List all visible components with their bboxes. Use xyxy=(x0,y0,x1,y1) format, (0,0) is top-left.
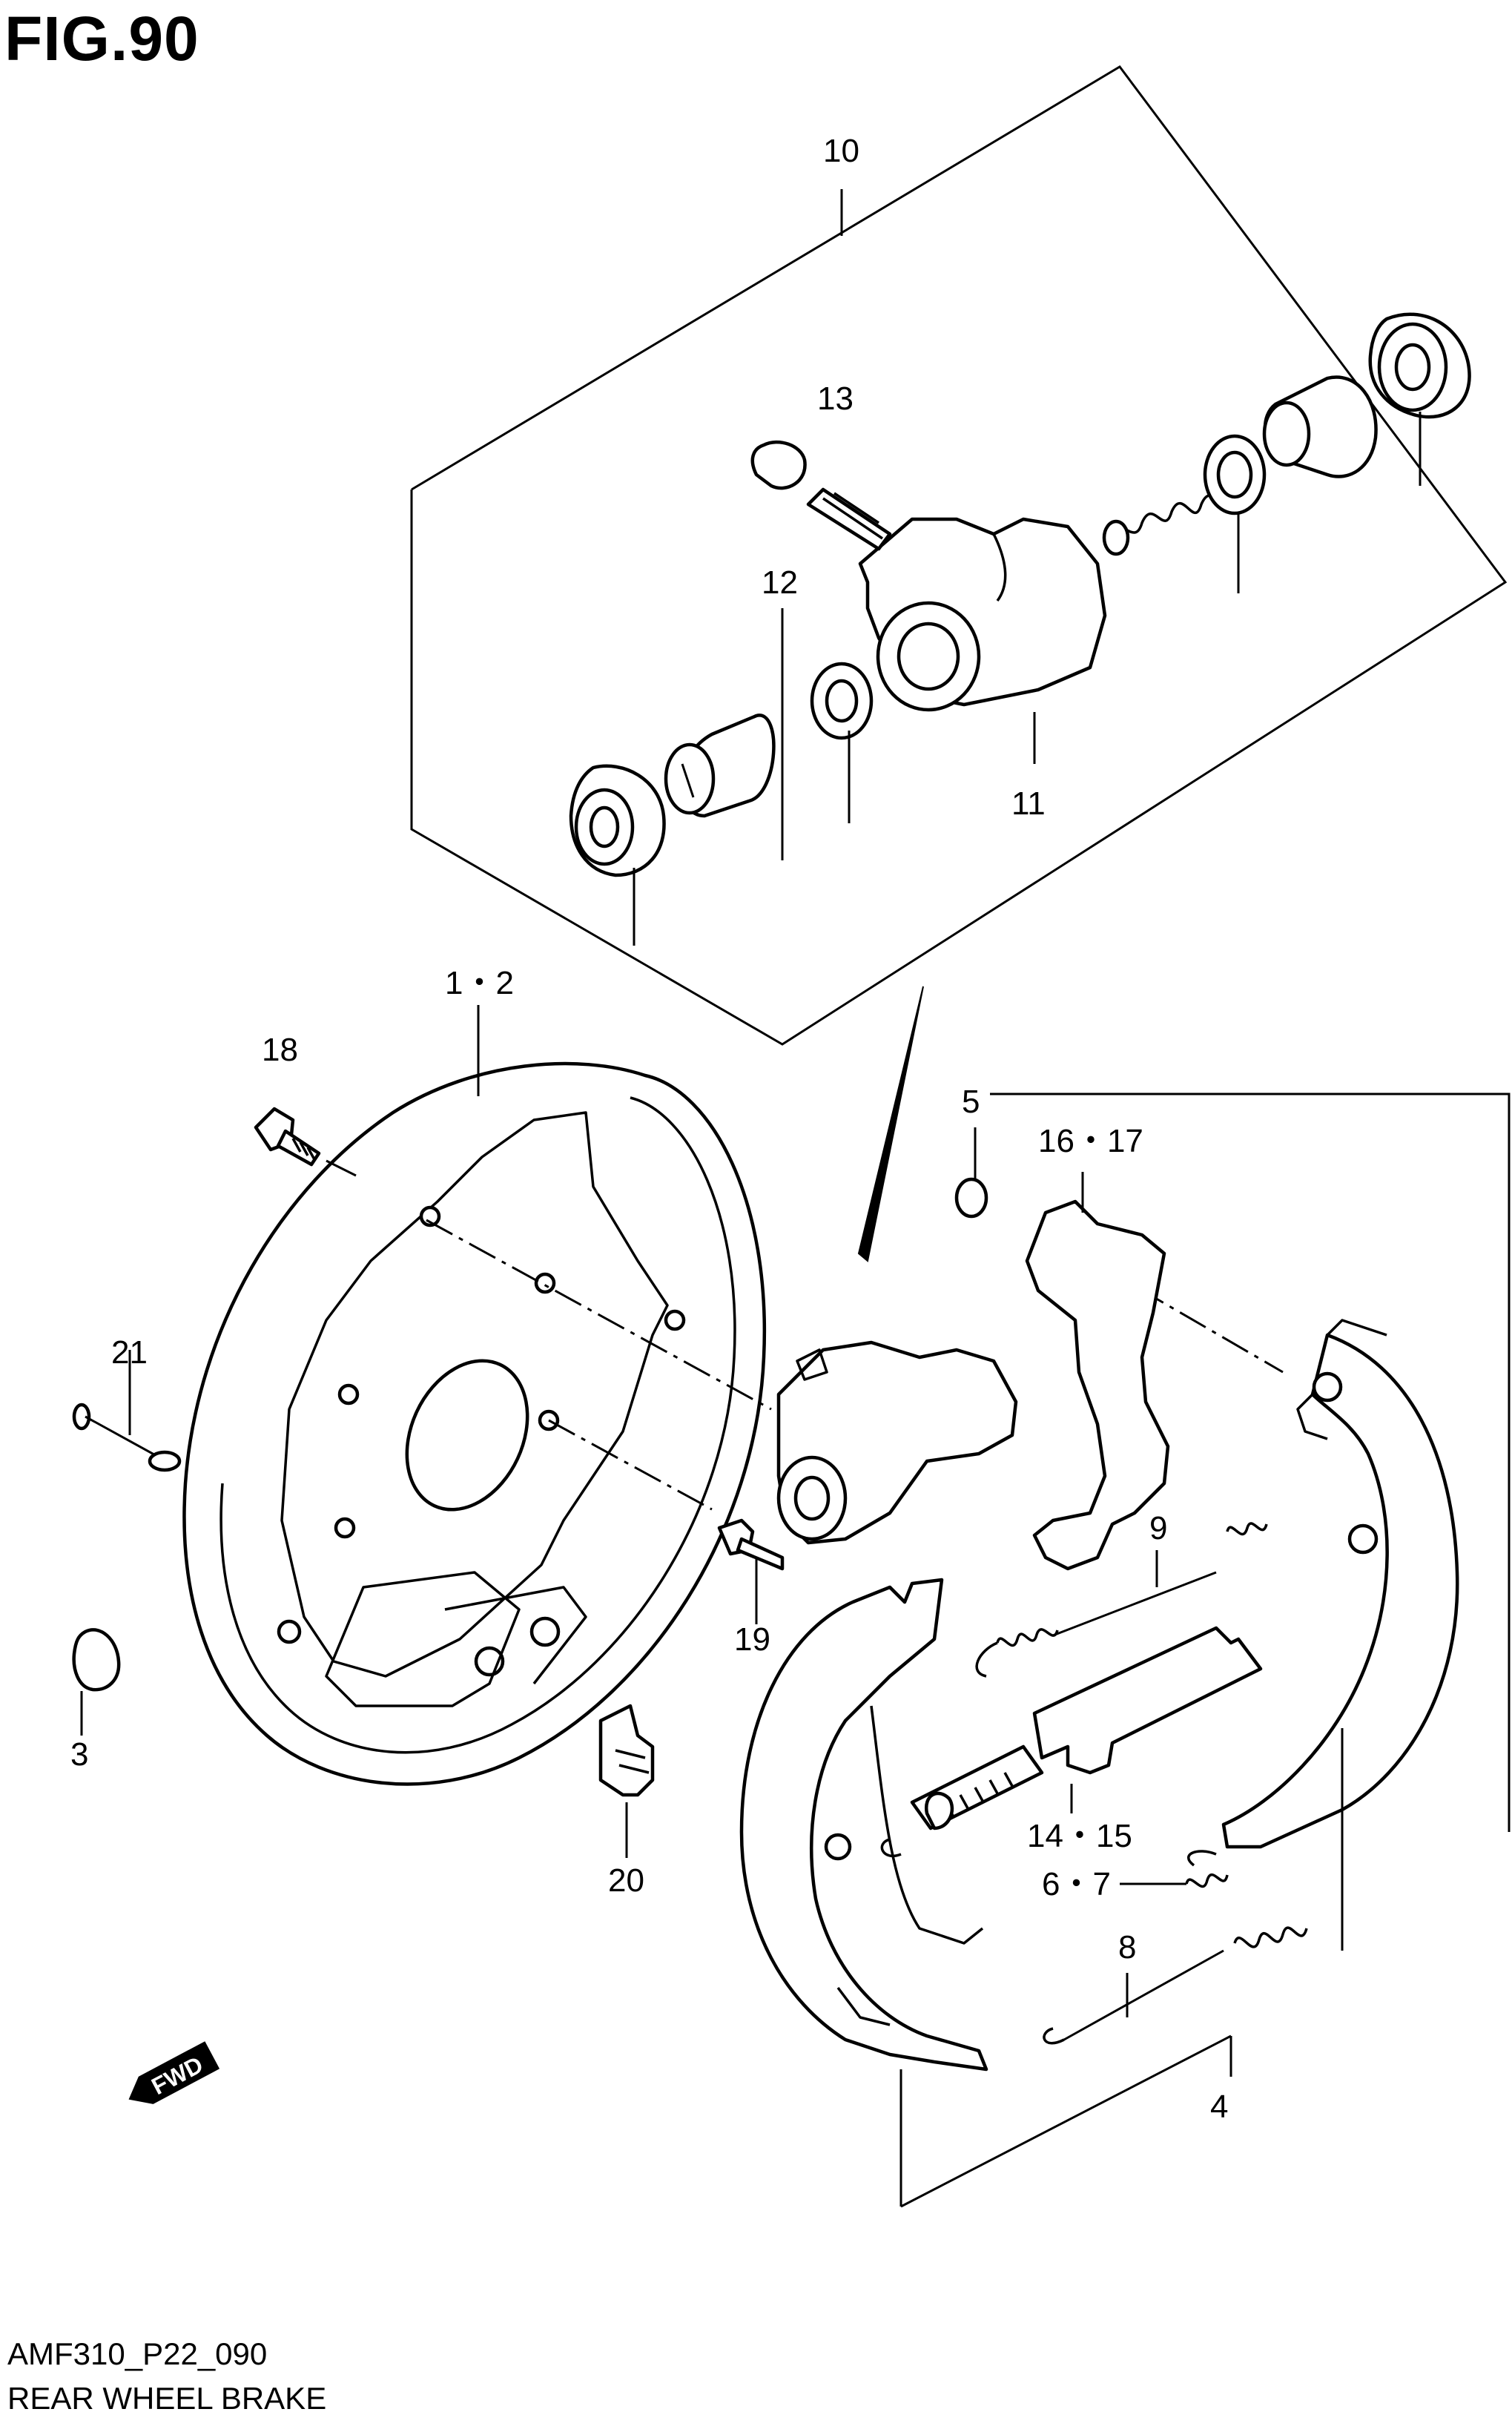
retaining-clip xyxy=(598,1704,655,1858)
callout-18: 18 xyxy=(262,1032,298,1068)
bleeder-screw xyxy=(806,487,892,551)
cup-seal-right xyxy=(1203,434,1267,515)
washer xyxy=(954,1093,1511,1832)
piston-right xyxy=(1262,375,1378,478)
bleeder-cap xyxy=(750,440,807,490)
callout-12: 12 xyxy=(762,564,798,601)
wheel-cylinder-body xyxy=(858,517,1107,712)
callout-20: 20 xyxy=(608,1862,644,1899)
parking-brake-lever xyxy=(1025,1172,1170,1571)
callout-9: 9 xyxy=(1149,1510,1167,1546)
callout-labels: 10 13 12 11 1・2 18 5 16・17 21 9 3 19 20 … xyxy=(70,133,1228,2125)
callout-19: 19 xyxy=(734,1621,770,1658)
adjuster-strut xyxy=(880,1626,1263,1857)
figure-title: FIG.90 xyxy=(4,4,199,73)
wheel-cylinder-assembled xyxy=(776,1340,1018,1545)
brake-shoe-right xyxy=(1221,1319,1459,1951)
kit-leader-lines xyxy=(633,412,1422,946)
callout-21: 21 xyxy=(111,1334,148,1371)
diagram-name: REAR WHEEL BRAKE xyxy=(7,2381,327,2416)
upper-return-spring xyxy=(975,1522,1268,1678)
callout-11: 11 xyxy=(1011,785,1046,822)
dust-boot-right xyxy=(1368,312,1471,419)
callout-13: 13 xyxy=(817,380,854,417)
cup-seal-left xyxy=(810,662,874,740)
shoe-hold-centreline xyxy=(1052,1237,1284,1374)
brake-shoe-left xyxy=(739,1578,1232,2208)
hole-plug xyxy=(72,1628,121,1736)
backing-plate-bolt xyxy=(254,1107,357,1177)
callout-16-17: 16・17 xyxy=(1038,1123,1143,1159)
callout-5: 5 xyxy=(962,1084,980,1120)
piston-left xyxy=(664,714,776,818)
callout-14-15: 14・15 xyxy=(1027,1818,1132,1854)
cylinder-spring xyxy=(1102,494,1232,556)
wheel-cylinder-kit-frame xyxy=(410,65,1508,1046)
callout-6-7: 6・7 xyxy=(1042,1866,1111,1902)
bolt-centreline xyxy=(548,1419,713,1511)
callout-1-2: 1・2 xyxy=(445,965,514,1001)
callout-10: 10 xyxy=(823,133,859,169)
forward-direction-badge: FWD xyxy=(128,2041,220,2104)
dust-boot-left xyxy=(569,764,666,877)
lower-return-spring xyxy=(1043,1926,1308,2077)
cylinder-mount-centreline xyxy=(426,1219,772,1411)
diagram-code: AMF310_P22_090 xyxy=(7,2336,268,2371)
hold-down-spring xyxy=(1120,1850,1229,1888)
cylinder-bolt xyxy=(717,1518,785,1624)
assembly-direction-arrow xyxy=(857,986,924,1262)
callout-8: 8 xyxy=(1118,1929,1136,1965)
shoe-hold-pin xyxy=(72,1350,182,1472)
callout-4: 4 xyxy=(1210,2089,1228,2125)
callout-3: 3 xyxy=(70,1736,88,1773)
backing-plate xyxy=(182,1061,767,1786)
